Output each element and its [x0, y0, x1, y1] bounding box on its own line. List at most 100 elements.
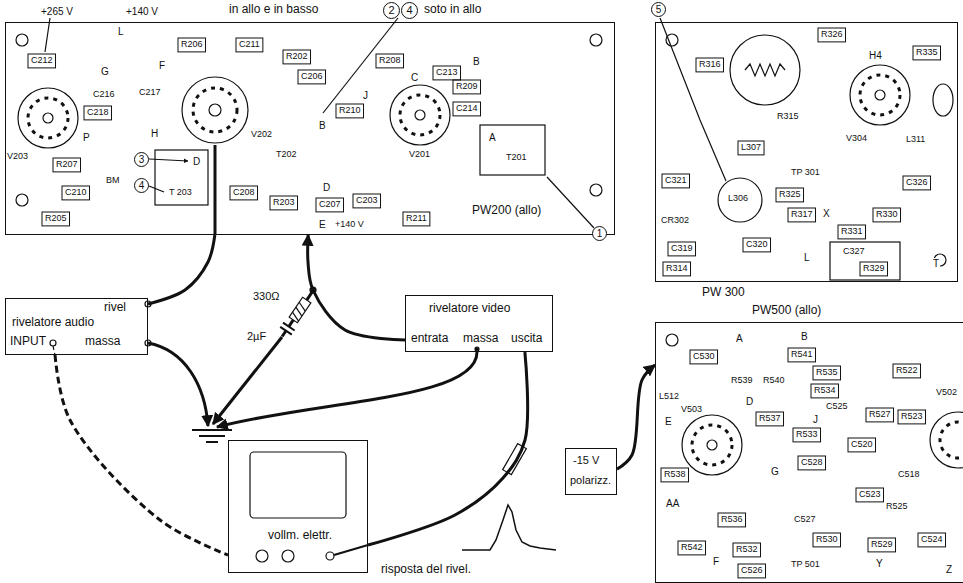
part-label: L311	[905, 135, 926, 145]
response-curve	[462, 505, 556, 550]
meter-knob	[282, 550, 294, 562]
wire-connector	[617, 365, 655, 469]
component-outline	[860, 262, 888, 276]
wire-connector	[308, 235, 405, 340]
part-label: +265 V	[40, 6, 74, 17]
part-label: V502	[935, 388, 958, 398]
coil-can	[718, 178, 762, 222]
instrument-label: massa	[462, 332, 499, 345]
part-label: C528	[800, 458, 824, 468]
part-label: C326	[905, 178, 929, 188]
part-label: T202	[275, 150, 298, 160]
component-outline	[743, 238, 771, 252]
signal-wire	[289, 320, 293, 327]
part-label: R314	[665, 264, 689, 274]
note-text: in allo e in basso	[228, 3, 319, 16]
callout-number: 2	[383, 2, 400, 19]
component-outline	[690, 350, 718, 364]
component-outline	[42, 212, 70, 226]
part-label: R538	[663, 470, 687, 480]
part-label: CR302	[660, 216, 690, 226]
component-outline	[868, 538, 896, 552]
part-label: R207	[55, 160, 79, 170]
transformer-outline	[155, 150, 208, 205]
component-value: 2µF	[246, 330, 267, 342]
component-outline	[283, 50, 311, 64]
part-label: V203	[6, 152, 29, 162]
tube-socket	[930, 412, 963, 468]
board-name: PW 300	[701, 286, 746, 299]
meter-screen	[250, 452, 346, 518]
component-outline	[403, 212, 430, 226]
part-label: C319	[670, 244, 694, 254]
terminal	[475, 347, 479, 351]
part-label: A	[735, 333, 744, 344]
instrument-label: rivelatore video	[428, 302, 511, 315]
part-label: H4	[868, 50, 883, 61]
part-label: R209	[455, 82, 479, 92]
part-label: +140 V	[334, 220, 365, 230]
component-outline	[918, 533, 946, 547]
part-label: L306	[727, 194, 749, 204]
part-label: F	[158, 60, 166, 71]
instrument-label: polarizz.	[569, 474, 612, 486]
part-label: L512	[658, 392, 680, 402]
component-outline	[453, 102, 481, 116]
resistor-symbol	[745, 64, 785, 76]
part-label: R527	[868, 410, 892, 420]
signal-wire	[214, 145, 217, 235]
component-outline	[866, 408, 894, 422]
instrument-label: massa	[84, 335, 121, 348]
part-label: C518	[897, 470, 921, 480]
leader-line	[45, 18, 50, 52]
part-label: R331	[840, 227, 864, 237]
part-label: C210	[64, 188, 88, 198]
component-outline	[53, 158, 81, 172]
part-label: C520	[850, 440, 874, 450]
note-text: soto in allo	[423, 3, 482, 16]
component-outline	[893, 364, 921, 378]
component-outline	[270, 196, 298, 210]
part-label: C207	[318, 200, 342, 210]
part-label: P	[82, 132, 91, 143]
part-label: C214	[455, 104, 479, 114]
part-label: C213	[435, 68, 459, 78]
part-label: B	[472, 56, 481, 67]
circuit-board: PW200 (allo)	[5, 22, 615, 235]
part-label: C321	[664, 176, 688, 186]
component-outline	[811, 384, 839, 398]
part-label: B	[318, 120, 327, 131]
board-name: PW500 (allo)	[751, 304, 822, 317]
part-label: R325	[778, 190, 802, 200]
component-outline	[756, 412, 784, 426]
instrument-label: INPUT	[9, 335, 47, 348]
part-label: BM	[105, 176, 121, 186]
component-outline	[738, 141, 764, 155]
terminal	[50, 340, 56, 346]
part-label: C327	[842, 247, 866, 257]
tube-center	[875, 90, 885, 100]
mounting-hole	[666, 34, 678, 46]
mounting-hole	[16, 194, 28, 206]
part-label: C217	[138, 88, 162, 98]
part-label: C206	[300, 72, 324, 82]
part-label: R537	[758, 414, 782, 424]
part-label: C211	[238, 40, 261, 50]
part-label: R523	[900, 412, 924, 422]
callout-number: 5	[651, 2, 666, 17]
resistor-symbol	[289, 297, 311, 322]
part-label: C530	[692, 352, 716, 362]
leader-line	[149, 159, 188, 161]
component-outline	[298, 70, 326, 84]
part-label: R203	[272, 198, 296, 208]
component-outline	[678, 541, 706, 555]
ground-wire	[217, 352, 477, 427]
part-label: T	[932, 258, 940, 269]
tube-center	[43, 113, 53, 123]
part-label: E	[318, 219, 327, 230]
part-label: +140 V	[125, 6, 159, 17]
component-outline	[788, 348, 816, 362]
part-label: R329	[862, 264, 886, 274]
instrument-label: vollm. elettr.	[267, 529, 333, 542]
tube-center	[209, 104, 221, 116]
